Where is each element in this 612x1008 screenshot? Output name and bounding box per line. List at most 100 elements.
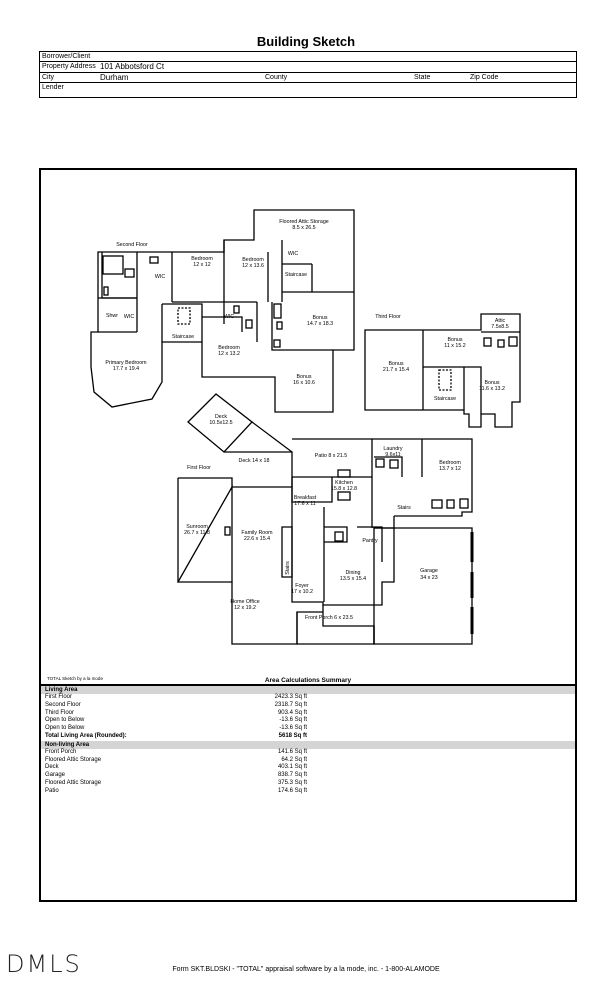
area-row: Front Porch 141.6 Sq ft — [41, 749, 575, 757]
room-size: 26.7 x 11.8 — [184, 530, 210, 536]
area-name: Patio — [45, 787, 59, 794]
second-floor-label: Second Floor — [116, 242, 148, 248]
room-size: 14.7 x 18.3 — [307, 321, 333, 327]
room-name: WIC — [124, 314, 134, 320]
room-name: Staircase — [172, 334, 194, 340]
property-header-table: Borrower/Client Property Address 101 Abb… — [39, 51, 577, 98]
area-name: First Floor — [45, 694, 72, 700]
room-name: Garage — [420, 568, 438, 574]
living-area-header: Living Area — [41, 686, 575, 694]
borrower-label: Borrower/Client — [42, 53, 91, 60]
area-name: Total Living Area (Rounded): — [45, 732, 127, 739]
first-floor-plan — [176, 393, 474, 645]
room-name: WIC — [288, 251, 298, 257]
room-name: Deck 14 x 18 — [239, 458, 270, 464]
area-value: 2423.3 Sq ft — [274, 694, 307, 700]
area-value: 141.6 Sq ft — [277, 748, 307, 755]
room-size: 15.8 x 12.8 — [331, 486, 357, 492]
area-value: 5618 Sq ft — [278, 732, 307, 739]
room-size: 17 x 10.2 — [291, 589, 313, 595]
room-size: 17.7 x 19.4 — [113, 366, 139, 372]
lender-row: Lender — [40, 83, 576, 92]
third-floor-plan — [364, 313, 521, 428]
room-name: Bedroom — [218, 345, 240, 351]
room-name: Bonus — [447, 337, 462, 343]
third-floor-label: Third Floor — [375, 314, 401, 320]
lender-label: Lender — [42, 83, 64, 91]
area-name: Third Floor — [45, 709, 75, 716]
area-row: Deck 403.1 Sq ft — [41, 764, 575, 772]
room-name: Bonus — [484, 380, 499, 386]
room-name: Breakfast — [294, 495, 317, 501]
room-size: 13.7 x 12 — [439, 466, 461, 472]
room-name: Attic — [495, 318, 506, 324]
room-size: 12 x 19.2 — [234, 605, 256, 611]
area-name: Floored Attic Storage — [45, 756, 102, 763]
room-size: 17.6 x 11 — [294, 501, 315, 507]
room-name: Family Room — [241, 530, 273, 536]
room-name: Bonus — [296, 374, 311, 380]
borrower-row: Borrower/Client — [40, 52, 576, 63]
room-name: Stairs — [397, 505, 411, 511]
room-size: 13.5 x 15.4 — [340, 576, 366, 582]
room-name: Sunroom — [186, 524, 208, 530]
room-name: Staircase — [285, 272, 307, 278]
room-name: Pantry — [362, 538, 378, 544]
area-name: Garage — [45, 772, 66, 779]
area-row: Floored Attic Storage 375.3 Sq ft — [41, 780, 575, 788]
zip-label: Zip Code — [470, 73, 499, 81]
room-name: Home Office — [230, 599, 259, 605]
summary-title: Area Calculations Summary — [264, 677, 352, 684]
address-row: Property Address 101 Abbotsford Ct — [40, 62, 576, 73]
total-living-row: Total Living Area (Rounded): 5618 Sq ft — [41, 733, 575, 741]
room-name: Stairs — [285, 561, 291, 575]
room-size: 12 x 12 — [193, 262, 210, 268]
room-name: Deck — [215, 414, 227, 420]
room-name: Kitchen — [335, 480, 353, 486]
area-row: Open to Below-13.6 Sq ft — [41, 725, 575, 733]
area-value: 2318.7 Sq ft — [274, 701, 307, 708]
area-row: First Floor 2423.3 Sq ft — [41, 694, 575, 702]
area-name: Second Floor — [45, 701, 81, 708]
floor-plan-sketch: Second Floor Third Floor First Floor Flo… — [90, 209, 521, 645]
city-label: City — [42, 73, 55, 81]
room-name: Front Porch 6 x 23.5 — [305, 615, 353, 621]
room-size: 21.7 x 15.4 — [383, 367, 409, 373]
area-row: Second Floor 2318.7 Sq ft — [41, 702, 575, 710]
room-name: Foyer — [295, 583, 309, 589]
form-footer: Form SKT.BLDSKI - "TOTAL" appraisal soft… — [172, 966, 440, 973]
nonliving-area-header: Non-living Area — [41, 740, 575, 749]
room-name: Shwr — [106, 313, 118, 319]
city-row: City Durham County State Zip Code — [40, 73, 576, 83]
area-name: Front Porch — [45, 748, 77, 755]
room-size: 8.5 x 26.5 — [292, 225, 315, 231]
room-name: Primary Bedroom — [105, 360, 147, 366]
second-floor-plan — [90, 209, 355, 413]
sketch-credit: TOTAL Sketch by a la mode — [47, 676, 103, 681]
area-value: -13.6 Sq ft — [279, 725, 307, 732]
area-name: Deck — [45, 764, 59, 771]
sketch-frame: Second Floor Third Floor First Floor Flo… — [39, 168, 577, 902]
area-row: Open to Below-13.6 Sq ft — [41, 717, 575, 725]
room-name: Patio 8 x 21.5 — [315, 453, 347, 459]
area-name: Floored Attic Storage — [45, 779, 102, 786]
area-value: 375.3 Sq ft — [277, 779, 307, 786]
room-name: Bedroom — [191, 256, 213, 262]
room-name: WIC — [155, 274, 165, 280]
room-size: 12 x 13.2 — [218, 351, 240, 357]
room-name: Floored Attic Storage — [279, 219, 329, 225]
room-size: 12 x 13.6 — [242, 263, 264, 269]
area-value: 174.6 Sq ft — [277, 787, 307, 794]
county-label: County — [265, 73, 288, 81]
state-label: State — [414, 73, 431, 81]
room-size: 11 x 15.2 — [444, 343, 465, 349]
room-name: Staircase — [434, 396, 456, 402]
room-size: 9.6x11 — [385, 452, 401, 458]
room-name: Laundry — [383, 446, 402, 452]
summary-divider — [41, 684, 575, 686]
area-name: Open to Below — [45, 717, 85, 724]
area-value: 403.1 Sq ft — [277, 764, 307, 771]
